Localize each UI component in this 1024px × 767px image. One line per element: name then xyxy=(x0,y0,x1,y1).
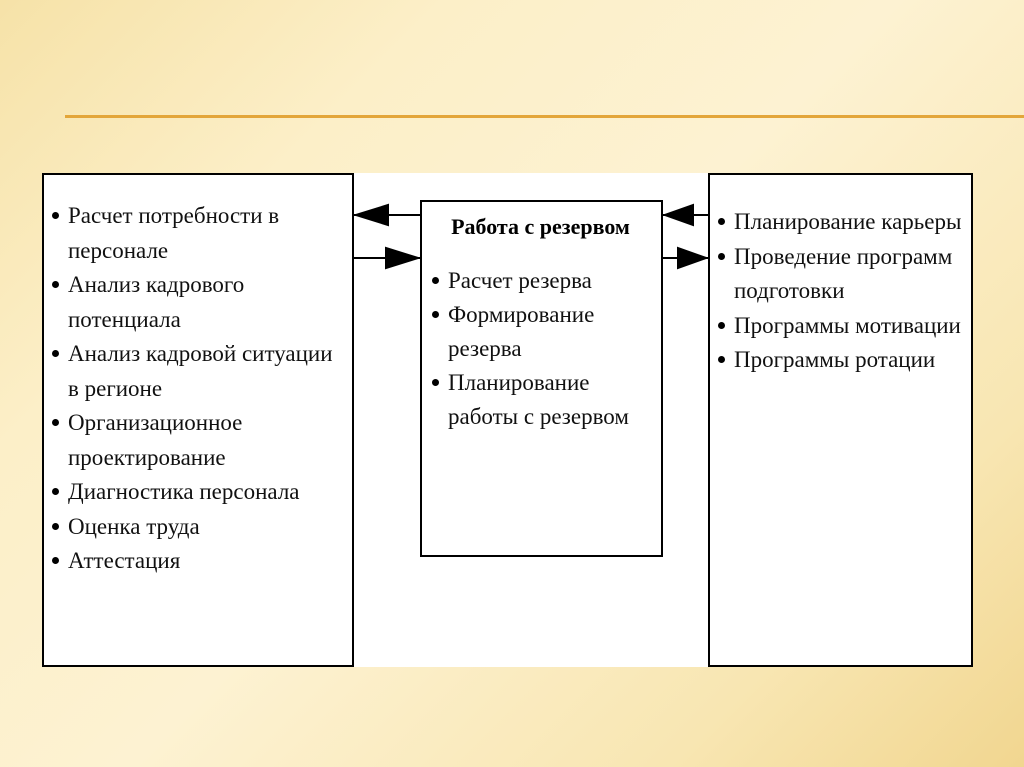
list-item: Планирование карьеры xyxy=(714,205,965,240)
arrow-left-icon xyxy=(662,203,694,227)
center-box-title: Работа с резервом xyxy=(451,214,630,239)
list-item: Планирование работы с резервом xyxy=(428,366,653,434)
list-item: Аттестация xyxy=(48,544,346,579)
list-item: Расчет потребности в персонале xyxy=(48,199,346,268)
list-item: Расчет резерва xyxy=(428,264,653,298)
arrow-right-icon xyxy=(677,246,709,270)
right-box: Планирование карьеры Проведение программ… xyxy=(708,173,973,667)
list-item: Анализ кадрового потенциала xyxy=(48,268,346,337)
list-item: Формирование резерва xyxy=(428,298,653,366)
center-box: Работа с резервом Расчет резерва Формиро… xyxy=(420,200,663,557)
list-item: Программы мотивации xyxy=(714,309,965,344)
title-divider xyxy=(65,115,1024,118)
list-item: Оценка труда xyxy=(48,510,346,545)
list-item: Анализ кадровой ситуации в регионе xyxy=(48,337,346,406)
arrow-left-icon xyxy=(352,203,389,227)
list-item: Проведение программ подготовки xyxy=(714,240,965,309)
list-item: Диагностика персонала xyxy=(48,475,346,510)
list-item: Программы ротации xyxy=(714,343,965,378)
list-item: Организационное проектирование xyxy=(48,406,346,475)
left-box: Расчет потребности в персонале Анализ ка… xyxy=(42,173,354,667)
arrow-right-icon xyxy=(385,246,422,270)
